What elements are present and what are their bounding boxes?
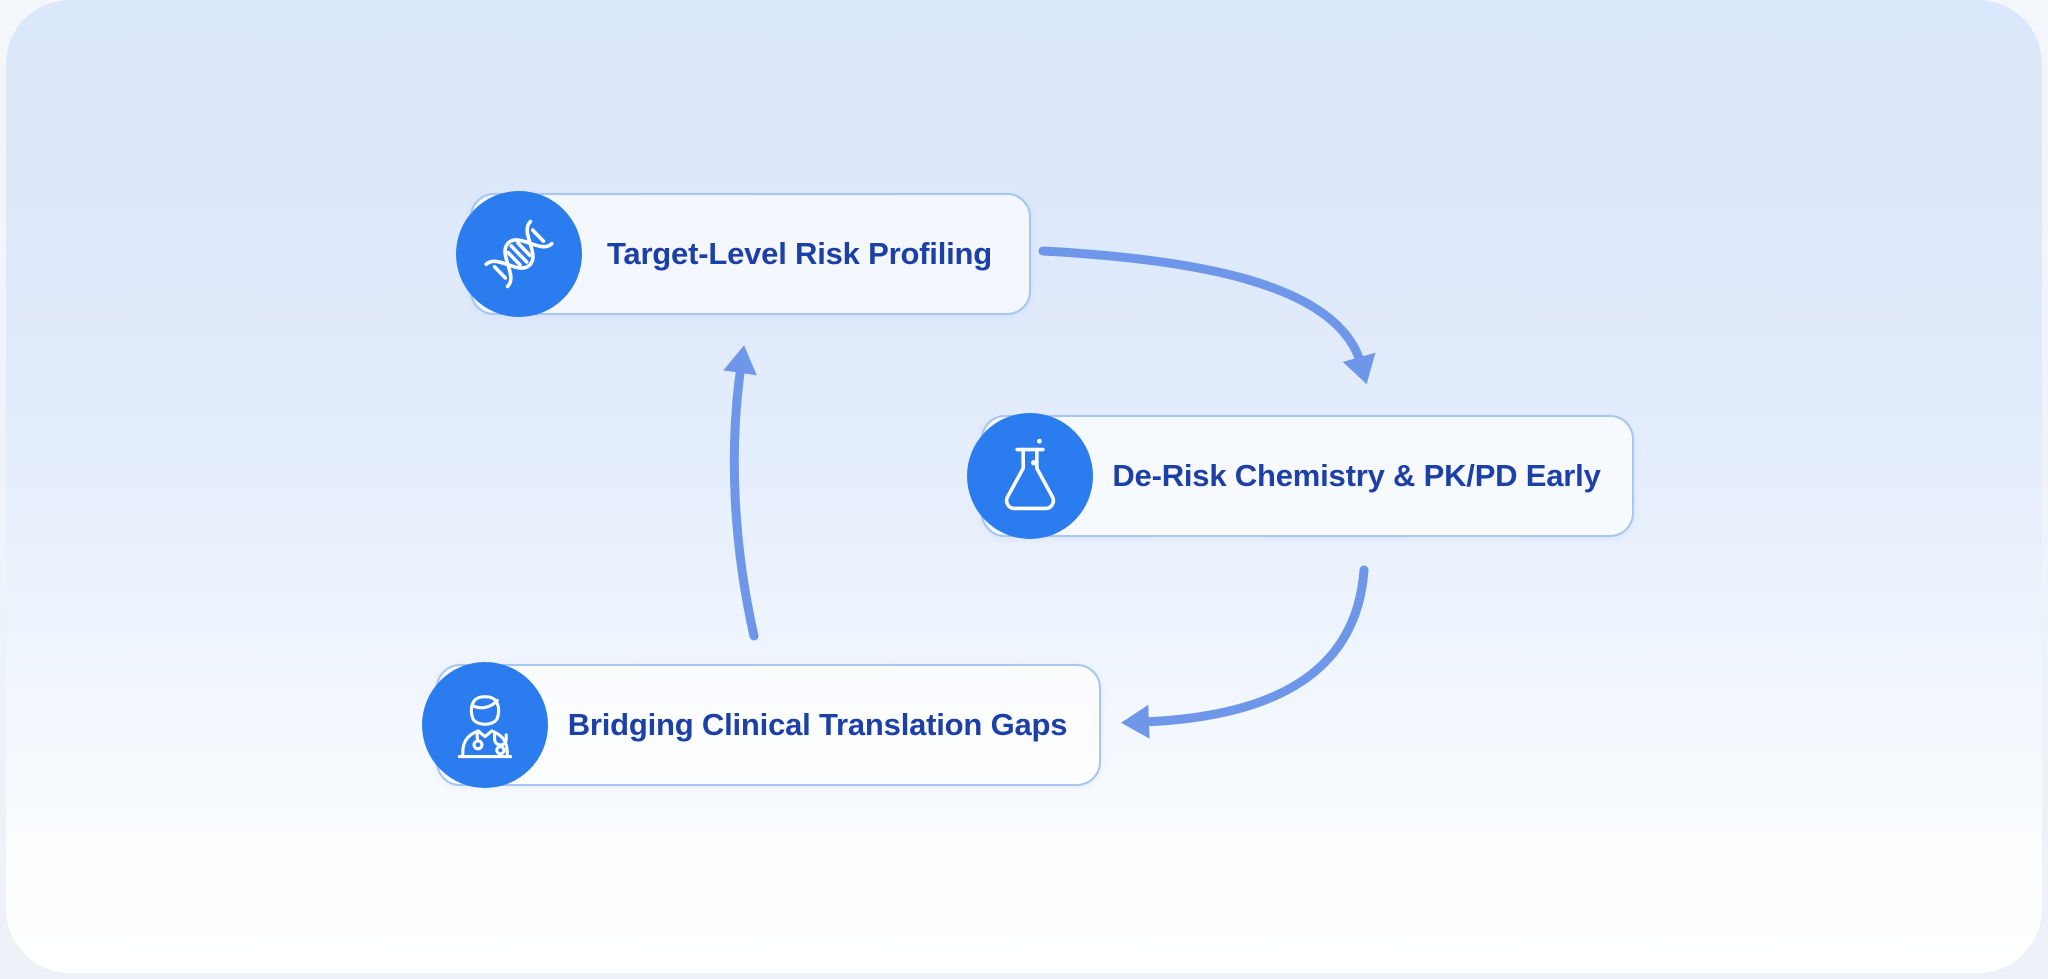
node-label: Target-Level Risk Profiling (606, 236, 993, 271)
node-bridging-clinical-gaps: Bridging Clinical Translation Gaps (422, 662, 1101, 788)
icon-badge (422, 662, 548, 788)
icon-badge (456, 191, 582, 317)
dna-icon (478, 213, 560, 295)
node-target-level-risk-profiling: Target-Level Risk Profiling (456, 191, 1031, 317)
flask-icon (989, 438, 1071, 517)
arrow-clinical-to-target (723, 345, 759, 641)
doctor-icon (444, 684, 526, 766)
node-label: Bridging Clinical Translation Gaps (567, 707, 1068, 742)
arrow-target-to-derisk (1038, 246, 1376, 385)
arrow-derisk-to-clinical (1121, 565, 1369, 739)
icon-badge (967, 413, 1093, 539)
node-derisk-chemistry-pkpd: De-Risk Chemistry & PK/PD Early (967, 413, 1634, 539)
node-label: De-Risk Chemistry & PK/PD Early (1112, 458, 1601, 493)
